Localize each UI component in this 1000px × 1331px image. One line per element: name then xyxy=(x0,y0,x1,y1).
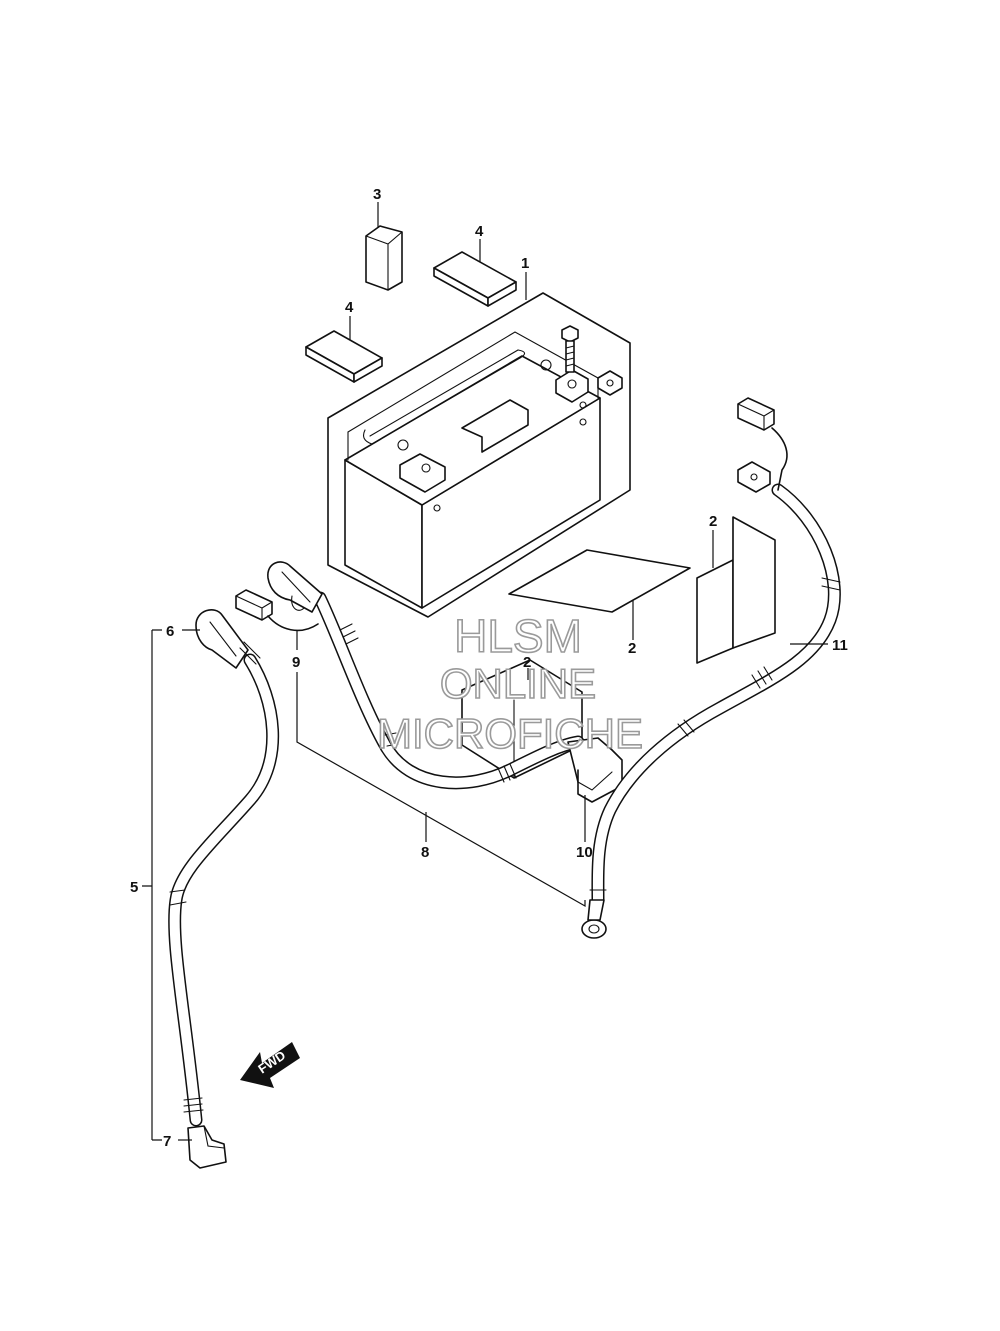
callout-4-lower: 4 xyxy=(345,299,354,316)
callout-2-lower: 2 xyxy=(523,654,531,671)
watermark-line-1: HLSM xyxy=(454,610,582,662)
part-4-pad-upper xyxy=(433,251,517,307)
part-3-block xyxy=(365,225,403,291)
terminal-cover-10 xyxy=(567,737,623,803)
battery xyxy=(344,331,601,609)
connector-small-left xyxy=(235,589,319,632)
callout-8: 8 xyxy=(421,844,429,861)
cable-boot-7 xyxy=(187,1125,227,1169)
cable-boot-9 xyxy=(267,561,323,613)
fwd-arrow-icon: FWD xyxy=(240,1042,300,1088)
cable-5 xyxy=(168,653,280,1127)
callout-9: 9 xyxy=(292,654,300,671)
part-4-pad-lower xyxy=(305,330,383,383)
callout-10: 10 xyxy=(576,844,593,861)
cable-8 xyxy=(313,591,585,790)
watermark-line-2: ONLINE xyxy=(440,660,596,707)
leader-lines xyxy=(142,202,828,1141)
connector-top-right xyxy=(737,397,788,491)
cable-11 xyxy=(589,483,841,907)
callout-6: 6 xyxy=(166,623,174,640)
callout-2-right: 2 xyxy=(709,513,717,530)
cable-boot-6 xyxy=(195,609,261,669)
callout-1: 1 xyxy=(521,255,529,272)
watermark-line-3: MICROFICHE xyxy=(377,710,643,757)
callout-3: 3 xyxy=(373,186,381,203)
callout-7: 7 xyxy=(163,1133,171,1150)
part-2-pad-bent xyxy=(696,516,776,664)
terminal-bracket-top-right xyxy=(737,461,771,493)
callout-4-upper: 4 xyxy=(475,223,484,240)
part-2-pad-flat xyxy=(508,549,691,613)
callout-2-mid: 2 xyxy=(628,640,636,657)
terminal-bolt xyxy=(561,325,579,373)
watermark: HLSM ONLINE MICROFICHE xyxy=(376,609,644,758)
callout-labels: 1 2 2 2 3 4 4 5 6 7 8 9 10 11 xyxy=(130,186,848,1150)
ring-terminal xyxy=(581,899,607,939)
terminal-nut xyxy=(597,370,623,396)
battery-group-frame xyxy=(327,292,631,618)
callout-11: 11 xyxy=(832,637,848,654)
callout-5: 5 xyxy=(130,879,138,896)
